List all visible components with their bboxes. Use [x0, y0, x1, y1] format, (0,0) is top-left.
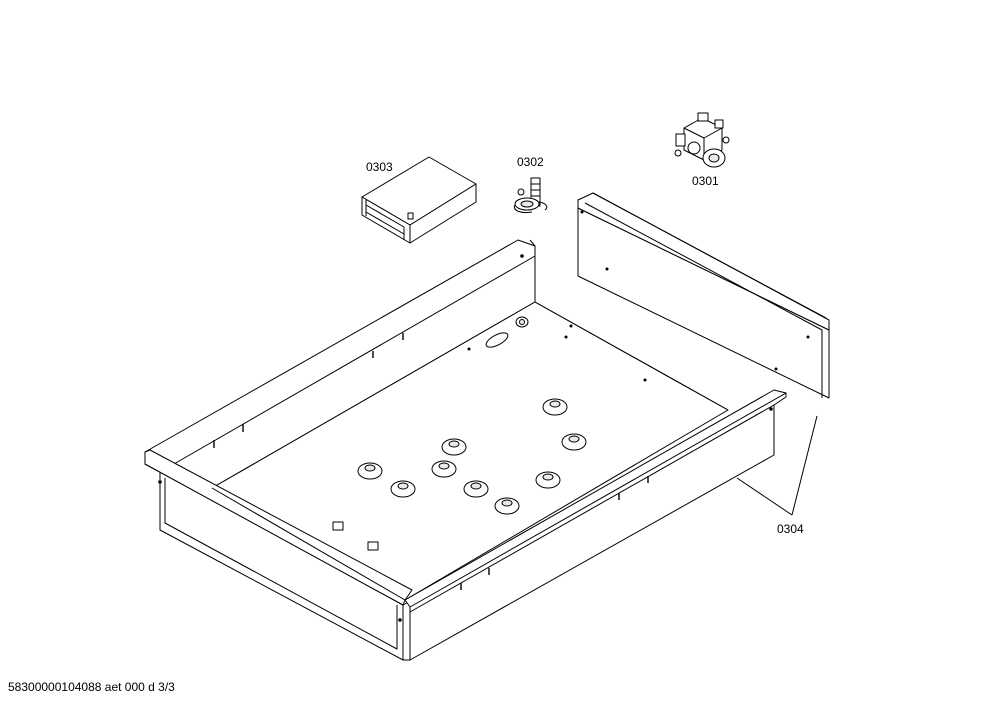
burner-mount	[535, 471, 561, 489]
burner-mount	[542, 398, 568, 416]
burner-mount	[441, 438, 467, 456]
part-0303-box[interactable]	[361, 156, 477, 244]
part-label-0304: 0304	[777, 522, 804, 536]
burner-mount	[561, 433, 587, 451]
part-0301-valve[interactable]	[674, 112, 730, 168]
part-0304-tray[interactable]	[144, 239, 787, 661]
burner-mount	[431, 460, 457, 478]
burner-mount	[463, 480, 489, 498]
part-label-0301: 0301	[692, 174, 719, 188]
leader-lines-0304	[736, 415, 818, 516]
part-label-0302: 0302	[517, 155, 544, 169]
burner-mount	[494, 497, 520, 515]
drawing-code: 58300000104088 aet 000 d 3/3	[8, 680, 175, 694]
part-0304-back-panel[interactable]	[577, 192, 830, 399]
part-0302-bracket[interactable]	[513, 177, 548, 213]
part-label-0303: 0303	[366, 160, 393, 174]
burner-mount	[357, 462, 383, 480]
burner-mount	[390, 480, 416, 498]
